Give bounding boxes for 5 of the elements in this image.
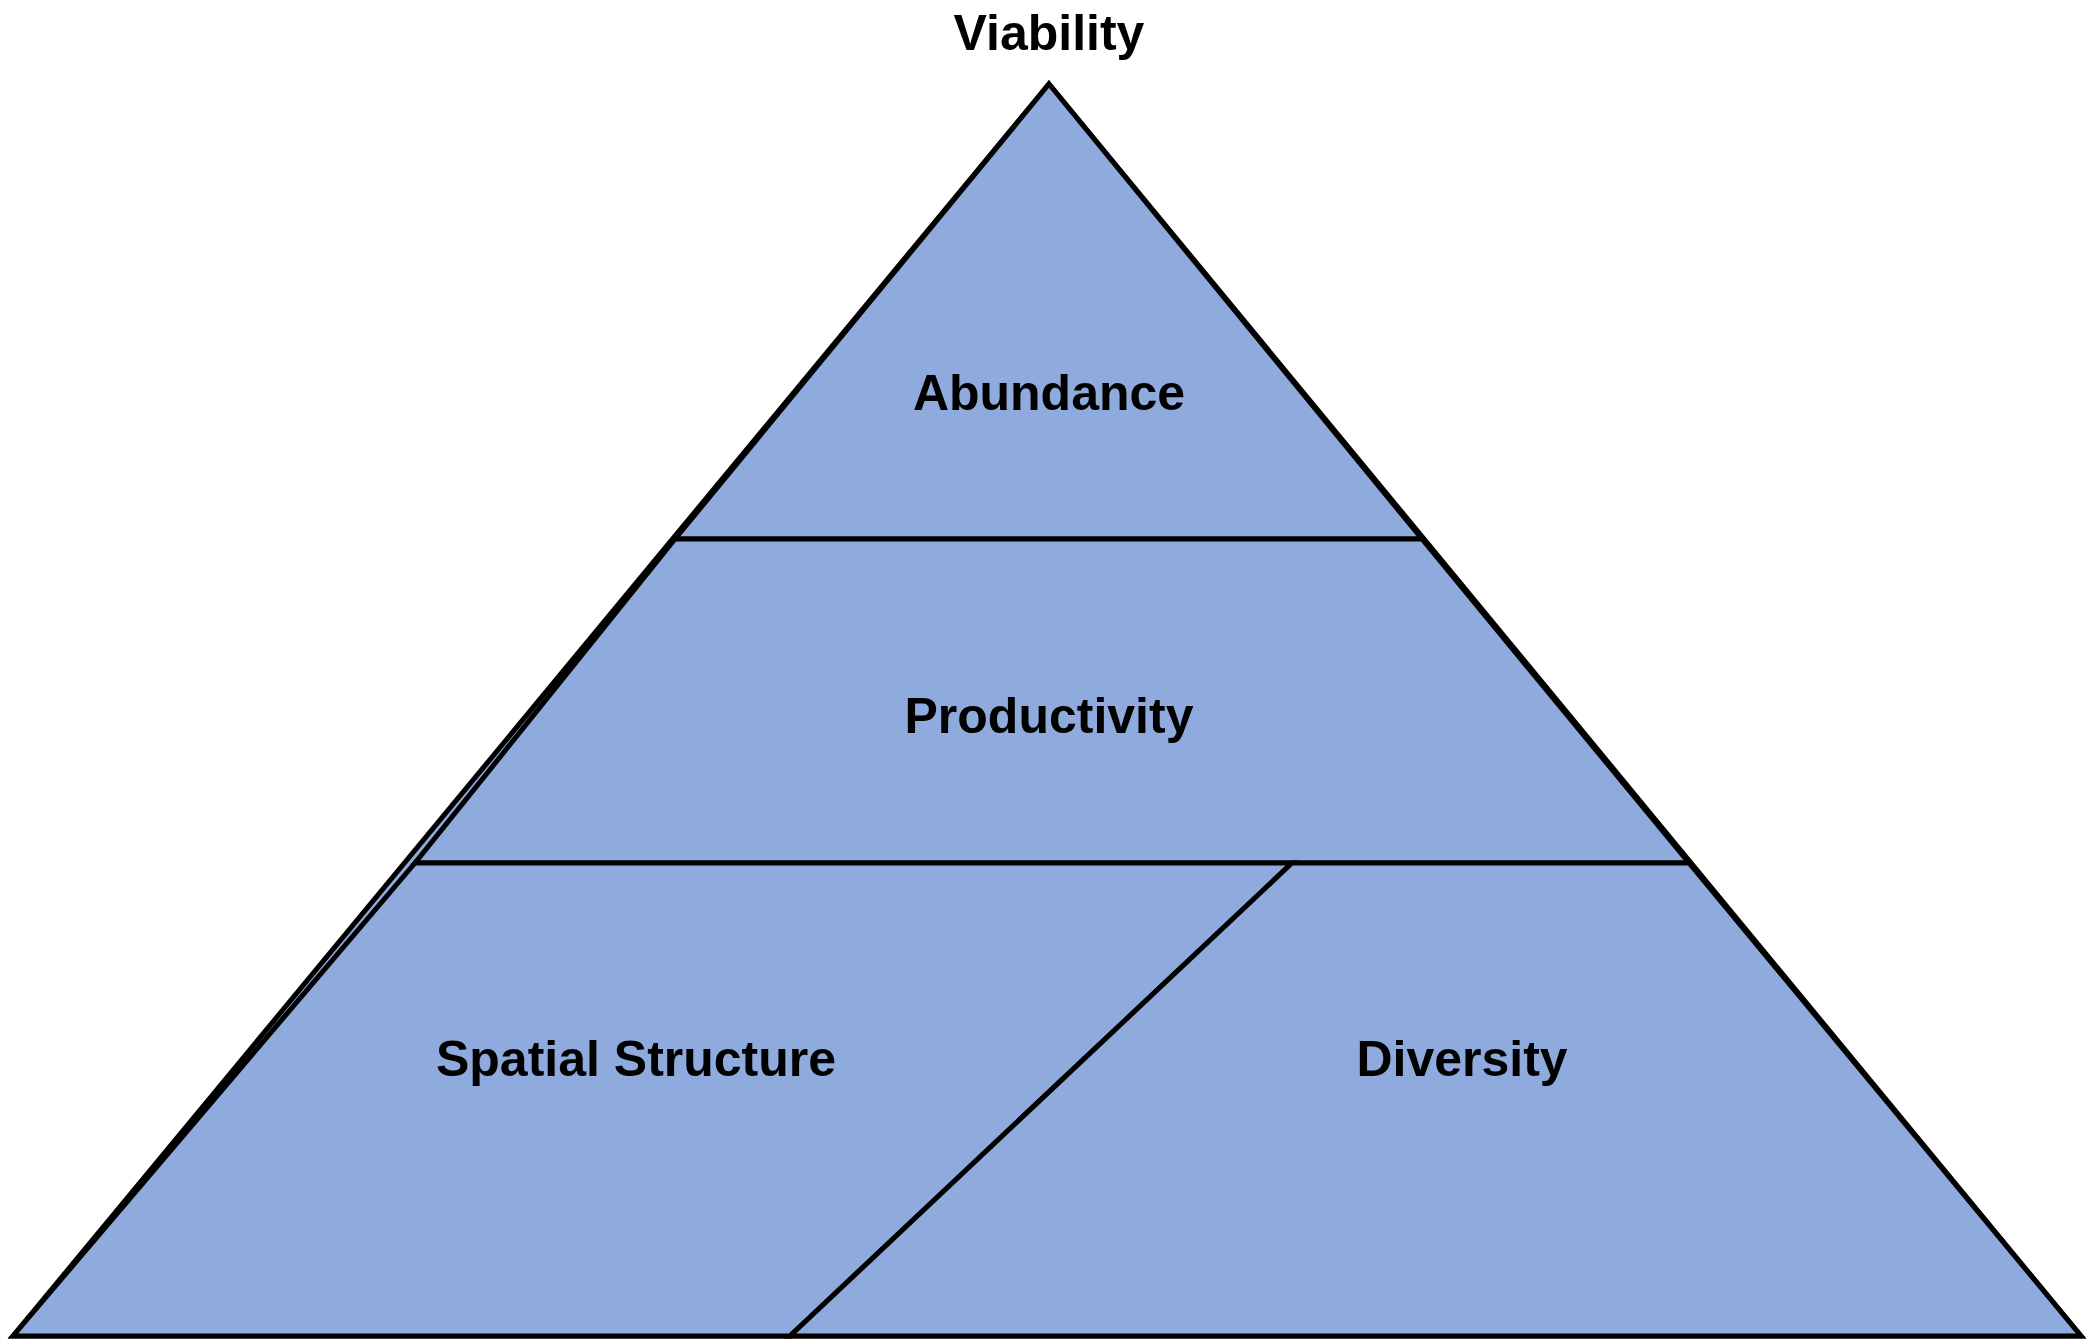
section-label: Spatial Structure xyxy=(435,1031,837,1087)
section-label: Diversity xyxy=(1356,1031,1568,1087)
pyramid-title: Viability xyxy=(953,5,1145,61)
tier-label: Productivity xyxy=(904,688,1194,744)
tier-label: Abundance xyxy=(912,365,1186,421)
